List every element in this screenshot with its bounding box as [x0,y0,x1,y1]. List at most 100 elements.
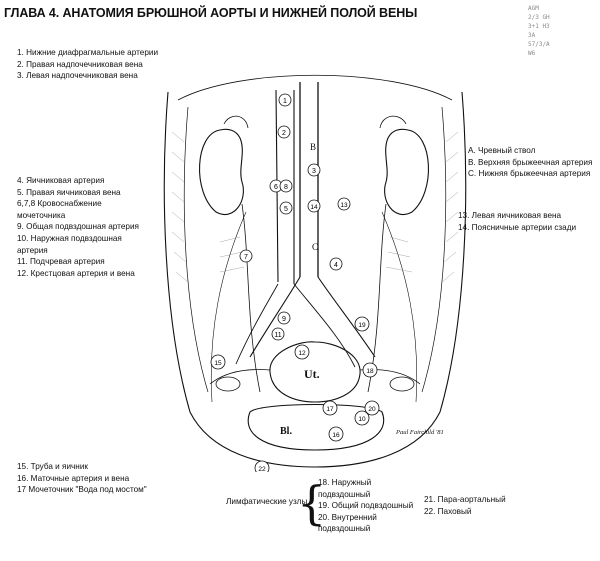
legend-item: 14. Поясничные артерии сзади [458,222,577,232]
svg-text:7: 7 [244,254,248,261]
legend-item: С. Нижняя брыжеечная артерия [468,169,591,179]
svg-text:8: 8 [284,184,288,191]
marker-11: 11 [271,327,285,341]
svg-text:17: 17 [326,406,334,413]
svg-text:9: 9 [282,316,286,323]
right-kidney [198,128,244,215]
corner-note-line: 3+1 H3 [528,23,550,30]
legend-item: 4. Яичниковая артерия [17,176,105,185]
marker-10: 10 [354,410,370,426]
uterus [269,341,361,403]
marker-1: 1 [278,93,292,107]
legend-item: 1. Нижние диафрагмальные артерии [17,48,159,57]
legend-item: 11. Подчревая артерия [17,257,105,267]
legend-lymph-nodes: 18. Наружный подвздошный 19. Общий подвз… [318,477,416,535]
anatomy-illustration: Ut. Bl. B C Paul Fairchild '81 1 2 3 4 5… [163,74,467,472]
legend-right-letters: А. Чревный ствол В. Верхняя брыжеечная а… [468,145,592,180]
numbered-markers: 1 2 3 4 5 6 7 8 9 10 11 12 13 14 15 16 1… [210,93,380,472]
corner-note-line: AGM [528,5,539,12]
letter-c-label: C [312,242,318,252]
legend-item: 19. Общий подвздошный [318,501,414,511]
svg-text:4: 4 [334,262,338,269]
right-tube [209,369,271,385]
svg-text:3: 3 [312,168,316,175]
marker-5: 5 [279,201,293,215]
legend-top-left: 1. Нижние диафрагмальные артерии 2. Прав… [17,47,158,82]
svg-text:14: 14 [310,204,318,211]
page-title: ГЛАВА 4. АНАТОМИЯ БРЮШНОЙ АОРТЫ И НИЖНЕЙ… [4,6,418,20]
abdominal-wall-outline [163,91,467,468]
peritoneal-margin [183,106,209,393]
legend-item: 16. Маточные артерия и вена [17,473,130,483]
legend-item: 13. Левая яичниковая вена [458,211,562,220]
legend-item: 6,7,8 Кровоснабжение мочеточника [17,199,102,220]
marker-12: 12 [294,344,310,360]
iliac-vein-branch [235,283,279,365]
legend-item: 17 Мочеточник "Вода под мостом" [17,485,147,495]
svg-text:16: 16 [332,432,340,439]
marker-18: 18 [362,362,378,378]
aorta [299,82,319,277]
legend-item: 22. Паховый [424,506,472,516]
legend-item: 10. Наружная подвздошная артерия [17,233,122,255]
legend-right-numbers: 13. Левая яичниковая вена 14. Поясничные… [458,210,576,233]
svg-text:12: 12 [298,350,306,357]
svg-text:13: 13 [340,202,348,209]
marker-8: 8 [279,179,293,193]
corner-note-line: 2/3 GH [528,14,550,21]
bladder [247,403,385,451]
legend-item: 12. Крестцовая артерия и вена [17,268,135,278]
marker-16: 16 [328,426,344,442]
right-ovary [215,376,241,392]
right-adrenal [223,115,249,129]
corner-note-line: 57/3/A [528,41,550,48]
marker-14: 14 [307,199,321,213]
svg-text:1: 1 [283,98,287,105]
legend-item: 15. Труба и яичник [17,462,88,471]
marker-13: 13 [337,197,351,211]
legend-item: В. Верхняя брыжеечная артерия [468,157,593,167]
marker-19: 19 [354,316,370,332]
legend-item: А. Чревный ствол [468,146,536,155]
legend-item: 3. Левая надпочечниковая вена [17,71,138,81]
left-kidney [384,128,430,215]
marker-7: 7 [239,249,253,263]
svg-text:6: 6 [274,184,278,191]
legend-item: 20. Внутренний подвздошный [318,512,377,534]
marker-20: 20 [364,400,380,416]
artist-signature: Paul Fairchild '81 [395,429,444,436]
marker-15: 15 [210,354,226,370]
diaphragm [177,74,453,101]
svg-text:18: 18 [366,368,374,375]
iliac-vein-branch [293,283,356,368]
corner-note-line: 3A [528,32,536,39]
svg-text:5: 5 [284,206,288,213]
corner-handwritten-note: AGM 2/3 GH 3+1 H3 3A 57/3/A W6 [528,4,598,64]
brace-symbol: { [297,476,327,530]
legend-item: 18. Наружный подвздошный [318,478,372,499]
legend-item: 9. Общая подвздошная артерия [17,222,139,232]
psoas-left [381,211,418,403]
svg-text:22: 22 [258,466,266,472]
left-adrenal [379,115,407,129]
right-ureter [241,203,261,393]
bladder-label: Bl. [280,426,292,437]
left-ovary [389,376,415,392]
marker-3: 3 [307,163,321,177]
letter-b-label: B [310,142,316,152]
common-iliac-right [249,276,301,358]
marker-9: 9 [277,311,291,325]
svg-text:15: 15 [214,360,222,367]
legend-item: 5. Правая яичниковая вена [17,187,121,197]
uterus-label: Ut. [304,367,320,381]
legend-lymph-nodes-right: 21. Пара-аортальный 22. Паховый [424,494,506,517]
common-iliac-left [317,276,376,358]
legend-item: 2. Правая надпочечниковая вена [17,59,143,69]
svg-text:2: 2 [282,130,286,137]
shading-hatching [171,131,459,283]
svg-text:19: 19 [358,322,366,329]
marker-2: 2 [277,125,291,139]
marker-4: 4 [329,257,343,271]
legend-item: 21. Пара-аортальный [424,495,506,504]
lymph-nodes-label: Лимфатические узлы [226,497,308,506]
